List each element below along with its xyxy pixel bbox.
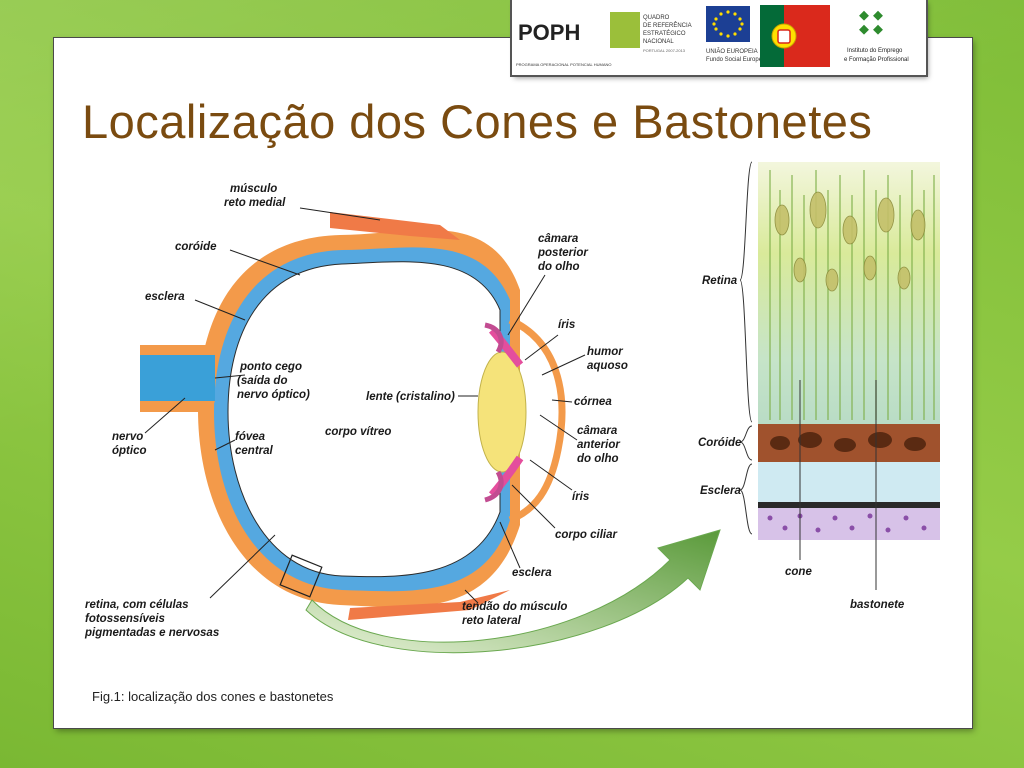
label-tendao-1: tendão do músculo	[462, 601, 567, 613]
svg-text:POPH: POPH	[518, 20, 580, 45]
label-camara-posterior-2: posterior	[537, 247, 588, 259]
eye-labels: músculo reto medial coróide esclera pont…	[84, 183, 628, 639]
eyeball	[140, 212, 566, 620]
label-humor: humor	[587, 346, 623, 358]
label-iris-top: íris	[558, 319, 575, 331]
label-saida: (saída do	[237, 375, 287, 387]
label-reto-medial: reto medial	[224, 197, 286, 209]
leader-lines	[144, 207, 586, 604]
iefp-logo: Instituto do Emprego e Formação Profissi…	[844, 10, 909, 63]
portugal-flag-logo	[760, 5, 830, 67]
qren-logo: QUADRO DE REFERÊNCIA ESTRATÉGICO NACIONA…	[610, 12, 692, 53]
label-retina-3: pigmentadas e nervosas	[84, 627, 219, 639]
svg-text:e Formação Profissional: e Formação Profissional	[844, 57, 909, 63]
label-camara-anterior-1: câmara	[577, 425, 618, 437]
label-musculo: músculo	[230, 183, 277, 195]
svg-text:NACIONAL: NACIONAL	[643, 39, 674, 45]
label-cornea: córnea	[574, 396, 612, 408]
label-fovea: fóvea	[235, 431, 266, 443]
label-nervo: nervo	[112, 431, 143, 443]
label-iris-bottom: íris	[572, 491, 589, 503]
label-lente: lente (cristalino)	[366, 391, 455, 403]
eu-flag-logo: UNIÃO EUROPEIA Fundo Social Europeu	[706, 6, 765, 63]
label-aquoso: aquoso	[587, 360, 628, 372]
label-bastonete: bastonete	[850, 599, 905, 611]
label-camara-anterior-3: do olho	[577, 453, 619, 465]
label-coroide-right: Coróide	[698, 437, 742, 449]
label-central: central	[235, 445, 274, 457]
svg-text:QUADRO: QUADRO	[643, 15, 670, 21]
label-camara-anterior-2: anterior	[577, 439, 620, 451]
svg-text:ESTRATÉGICO: ESTRATÉGICO	[643, 30, 686, 37]
label-esclera-left: esclera	[145, 291, 185, 303]
label-retina: Retina	[702, 275, 738, 287]
label-corpo-ciliar: corpo ciliar	[555, 529, 618, 541]
label-cone: cone	[785, 566, 812, 578]
poph-logo: POPH PROGRAMA OPERACIONAL POTENCIAL HUMA…	[516, 20, 612, 67]
label-optico: óptico	[112, 445, 147, 457]
label-esclera-right: Esclera	[700, 485, 742, 497]
logo-banner: POPH PROGRAMA OPERACIONAL POTENCIAL HUMA…	[512, 0, 926, 75]
svg-text:Fundo Social Europeu: Fundo Social Europeu	[706, 57, 765, 63]
label-esclera-bottom: esclera	[512, 567, 552, 579]
eye-diagram: músculo reto medial coróide esclera pont…	[84, 161, 940, 654]
label-retina-1: retina, com células	[85, 599, 189, 611]
svg-text:DE REFERÊNCIA: DE REFERÊNCIA	[643, 21, 692, 29]
label-retina-2: fotossensíveis	[85, 613, 165, 625]
zoom-arrow	[305, 529, 721, 654]
retina-section: Retina Coróide Esclera cone bastonete	[698, 161, 940, 611]
label-coroide: coróide	[175, 241, 217, 253]
label-camara-posterior-1: câmara	[538, 233, 579, 245]
label-corpo-vitreo: corpo vítreo	[325, 426, 391, 438]
svg-text:PROGRAMA OPERACIONAL POTENCIAL: PROGRAMA OPERACIONAL POTENCIAL HUMANO	[516, 62, 612, 67]
label-nervo-optico-paren: nervo óptico)	[237, 389, 310, 401]
label-camara-posterior-3: do olho	[538, 261, 580, 273]
svg-text:UNIÃO EUROPEIA: UNIÃO EUROPEIA	[706, 48, 758, 55]
slide-title: Localização dos Cones e Bastonetes	[82, 95, 873, 148]
label-ponto-cego: ponto cego	[239, 361, 302, 373]
svg-text:PORTUGAL 2007-2013: PORTUGAL 2007-2013	[643, 48, 686, 53]
label-tendao-2: reto lateral	[462, 615, 522, 627]
svg-text:Instituto do Emprego: Instituto do Emprego	[847, 48, 903, 54]
figure-caption: Fig.1: localização dos cones e bastonete…	[92, 689, 334, 704]
